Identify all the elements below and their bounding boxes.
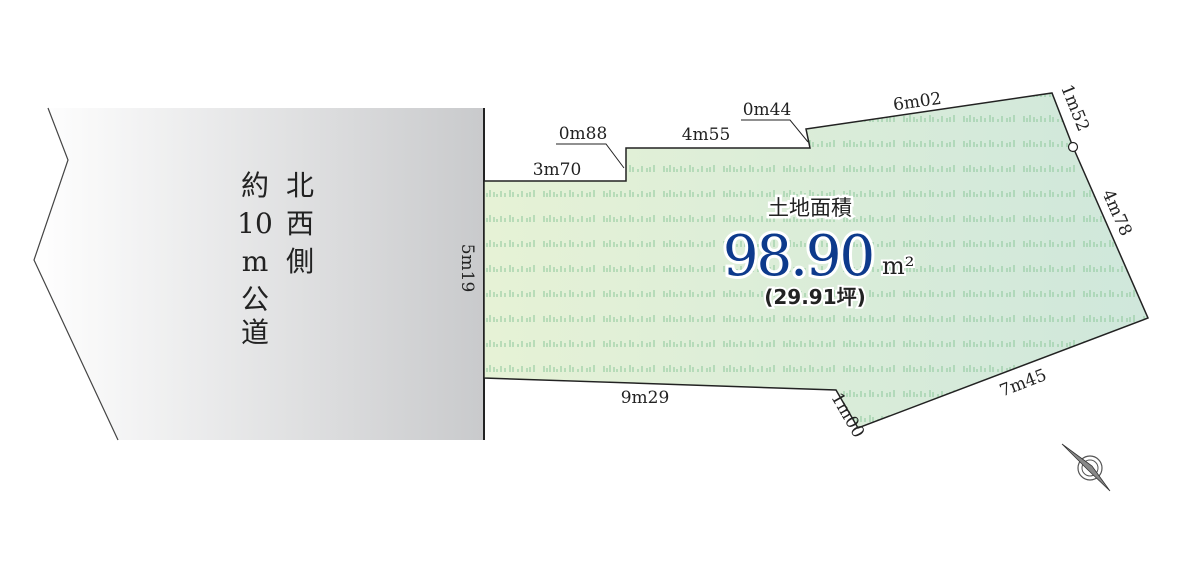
svg-text:0m44: 0m44 [743,100,792,120]
svg-text:約: 約 [241,169,269,202]
svg-text:4m55: 4m55 [682,125,731,145]
area-tsubo: (29.91坪) [764,285,866,309]
compass-north-arrow-icon [1061,443,1111,492]
svg-text:5m19: 5m19 [457,244,477,293]
boundary-marker [1067,141,1079,153]
area-value: 98.90 [723,224,873,289]
area-summary: 土地面積 98.90 m² (29.91坪) [720,194,917,312]
svg-text:0m88: 0m88 [559,124,608,144]
road-label: 北 西 側 約 10 m 公 道 [237,169,314,349]
area-title: 土地面積 [768,196,852,220]
land-plot [483,92,1150,429]
svg-text:9m29: 9m29 [621,388,670,408]
svg-text:西: 西 [286,207,314,240]
svg-text:3m70: 3m70 [533,160,582,180]
svg-text:公: 公 [241,283,269,316]
road-area: 北 西 側 約 10 m 公 道 [33,107,485,441]
svg-text:道: 道 [241,316,269,349]
svg-text:北: 北 [286,169,314,202]
svg-text:側: 側 [286,245,314,278]
svg-text:m: m [242,245,269,278]
svg-text:10: 10 [237,207,273,240]
area-unit: m² [882,252,914,280]
